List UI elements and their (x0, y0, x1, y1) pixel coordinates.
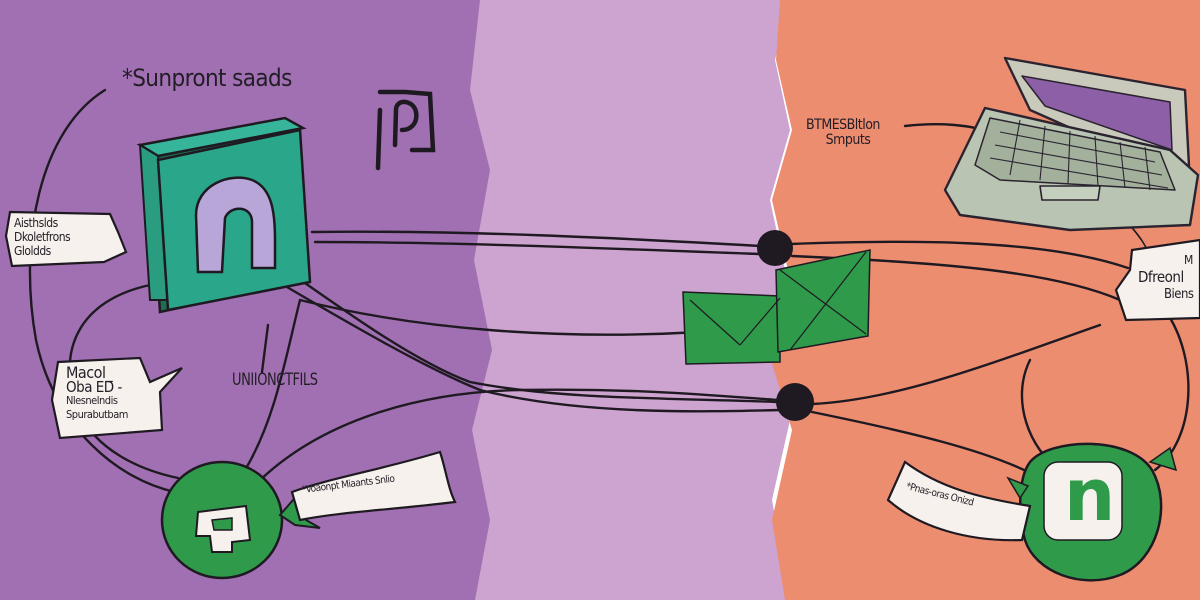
bubble-left-top-line: Aisthslds (14, 216, 58, 230)
line-bottom-junction-to-right (810, 323, 1102, 406)
bubble-left-top: Aisthslds Dkoletfrons Gloldds (14, 216, 71, 258)
laptop-label: BTMESBltlon Smputs (806, 118, 880, 147)
line-cross-long (298, 298, 702, 336)
bubble-left-mid-outline (50, 356, 183, 440)
green-node-icon[interactable] (160, 460, 321, 580)
line-left-loop-outer (28, 88, 177, 494)
bubble-left-mid-line: Obа ED - (66, 378, 122, 396)
bubble-right-mid-outline (1114, 238, 1200, 322)
line-bottom-junction-to-node (810, 410, 1042, 480)
middle-panel (470, 0, 790, 600)
bubble-right-mid-line: Dfreonl (1138, 268, 1184, 286)
bubble-left-mid-line: Macol_ (66, 363, 113, 382)
banner-right-outline (886, 460, 1032, 542)
line-top-junction-to-right (788, 240, 1130, 270)
laptop-label-line1: BTMESBltlon (806, 117, 880, 133)
line-hub-to-top-junction-b (313, 240, 762, 256)
laptop-label-line2: Smputs (825, 131, 871, 148)
bubble-left-mid: Macol_ Obа ED - Nlesnelndis Spurabutbam (66, 363, 128, 422)
bubble-left-mid-line: Nlesnelndis (66, 394, 118, 407)
bubble-left-top-line: Gloldds (14, 244, 51, 258)
top-heading: *Sunpront saads (122, 64, 292, 92)
letter-p-icon (375, 89, 436, 171)
envelope-icon[interactable] (682, 249, 871, 365)
bubble-right-mid-line: Biens (1164, 287, 1194, 302)
bubble-right-mid-line: M (1184, 253, 1193, 267)
line-hub-to-bottom-junction (263, 253, 780, 404)
bubble-left-mid-line: Spurabutbam (66, 408, 128, 421)
book-icon[interactable] (136, 116, 312, 314)
line-hub-to-bottom-junction-b (273, 278, 782, 413)
bubble-left-top-outline (4, 210, 128, 268)
node-right-letter: n (1064, 453, 1116, 537)
line-label-pointer (260, 323, 270, 374)
junction-top-icon[interactable] (757, 230, 793, 266)
line-node-to-hub (243, 298, 302, 472)
bubble-right-mid: M Dfreonl Biens (1138, 252, 1194, 303)
line-hub-to-top-junction-a (310, 230, 762, 248)
middle-label: UNIIONCTFILS (232, 370, 318, 390)
junction-bottom-icon[interactable] (776, 383, 814, 421)
bubble-left-top-line: Dkoletfrons (14, 230, 71, 244)
laptop-icon[interactable] (943, 56, 1200, 232)
green-node-n-icon[interactable] (1006, 442, 1178, 582)
banner-left-outline (290, 450, 457, 522)
line-node-to-bottom-junction (253, 388, 780, 487)
